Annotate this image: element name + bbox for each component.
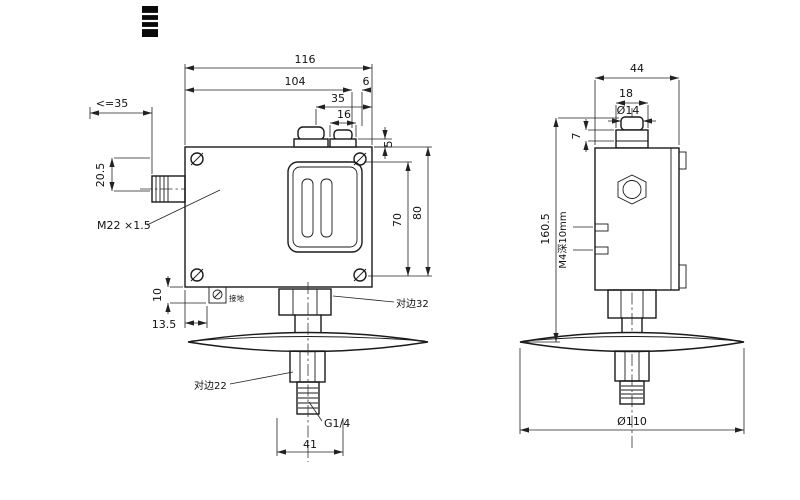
fv-cable-glands [293,126,357,148]
sv-dimensions: 44 18 Ø14 7 160.5 M4深10mm [519,62,745,434]
dim-116: 116 [295,53,316,66]
vent-slot [301,178,314,238]
dim-16: 16 [337,108,351,121]
dim-18: 18 [619,87,633,100]
dim-5: 5 [382,141,395,148]
corner-mark [142,6,158,37]
conduit-thread-label: M22 ×1.5 [97,219,151,232]
dim-41: 41 [303,438,317,451]
fv-hex-nut-32 [278,288,332,316]
sv-mount-holes [594,223,609,255]
fv-housing [184,146,373,288]
sv-hex-nut-32 [607,289,657,319]
dim-13-5: 13.5 [152,318,177,331]
side-view: 44 18 Ø14 7 160.5 M4深10mm [519,62,745,450]
fv-ground-terminal: 接地 [208,286,244,304]
sv-process-stud [619,380,645,405]
front-view: 接地 [89,53,432,462]
fv-conduit-connector [151,175,186,203]
sv-housing [594,147,687,291]
dim-160-5: 160.5 [539,213,552,245]
wrench32-label: 对边32 [396,297,429,310]
sv-top-gland [615,116,649,149]
corner-screw-icons [190,152,367,282]
dim-80: 80 [411,206,424,220]
fv-dimensions: 116 104 6 35 16 <=35 20. [89,53,432,456]
wrench22-label: 对边22 [194,379,227,392]
ground-label: 接地 [229,293,244,303]
fv-diaphragm-flange [187,331,429,353]
dim-6: 6 [363,75,370,88]
sv-diaphragm-flange [519,331,745,353]
sv-hex-nut [617,174,647,205]
dim-35: 35 [331,92,345,105]
fv-cover-window [287,161,363,253]
process-thread-label: G1/4 [324,417,350,430]
dim-104: 104 [285,75,306,88]
dim-10: 10 [151,288,164,302]
dim-70: 70 [391,213,404,227]
dim-7: 7 [570,133,583,140]
mount-holes-label: M4深10mm [557,211,569,268]
dim-dia110: Ø110 [617,415,647,428]
dim-44: 44 [630,62,644,75]
dim-20-5: 20.5 [94,163,107,188]
dim-cable-max: <=35 [96,97,128,110]
vent-slot [320,178,333,238]
dim-dia14: Ø14 [617,104,640,117]
